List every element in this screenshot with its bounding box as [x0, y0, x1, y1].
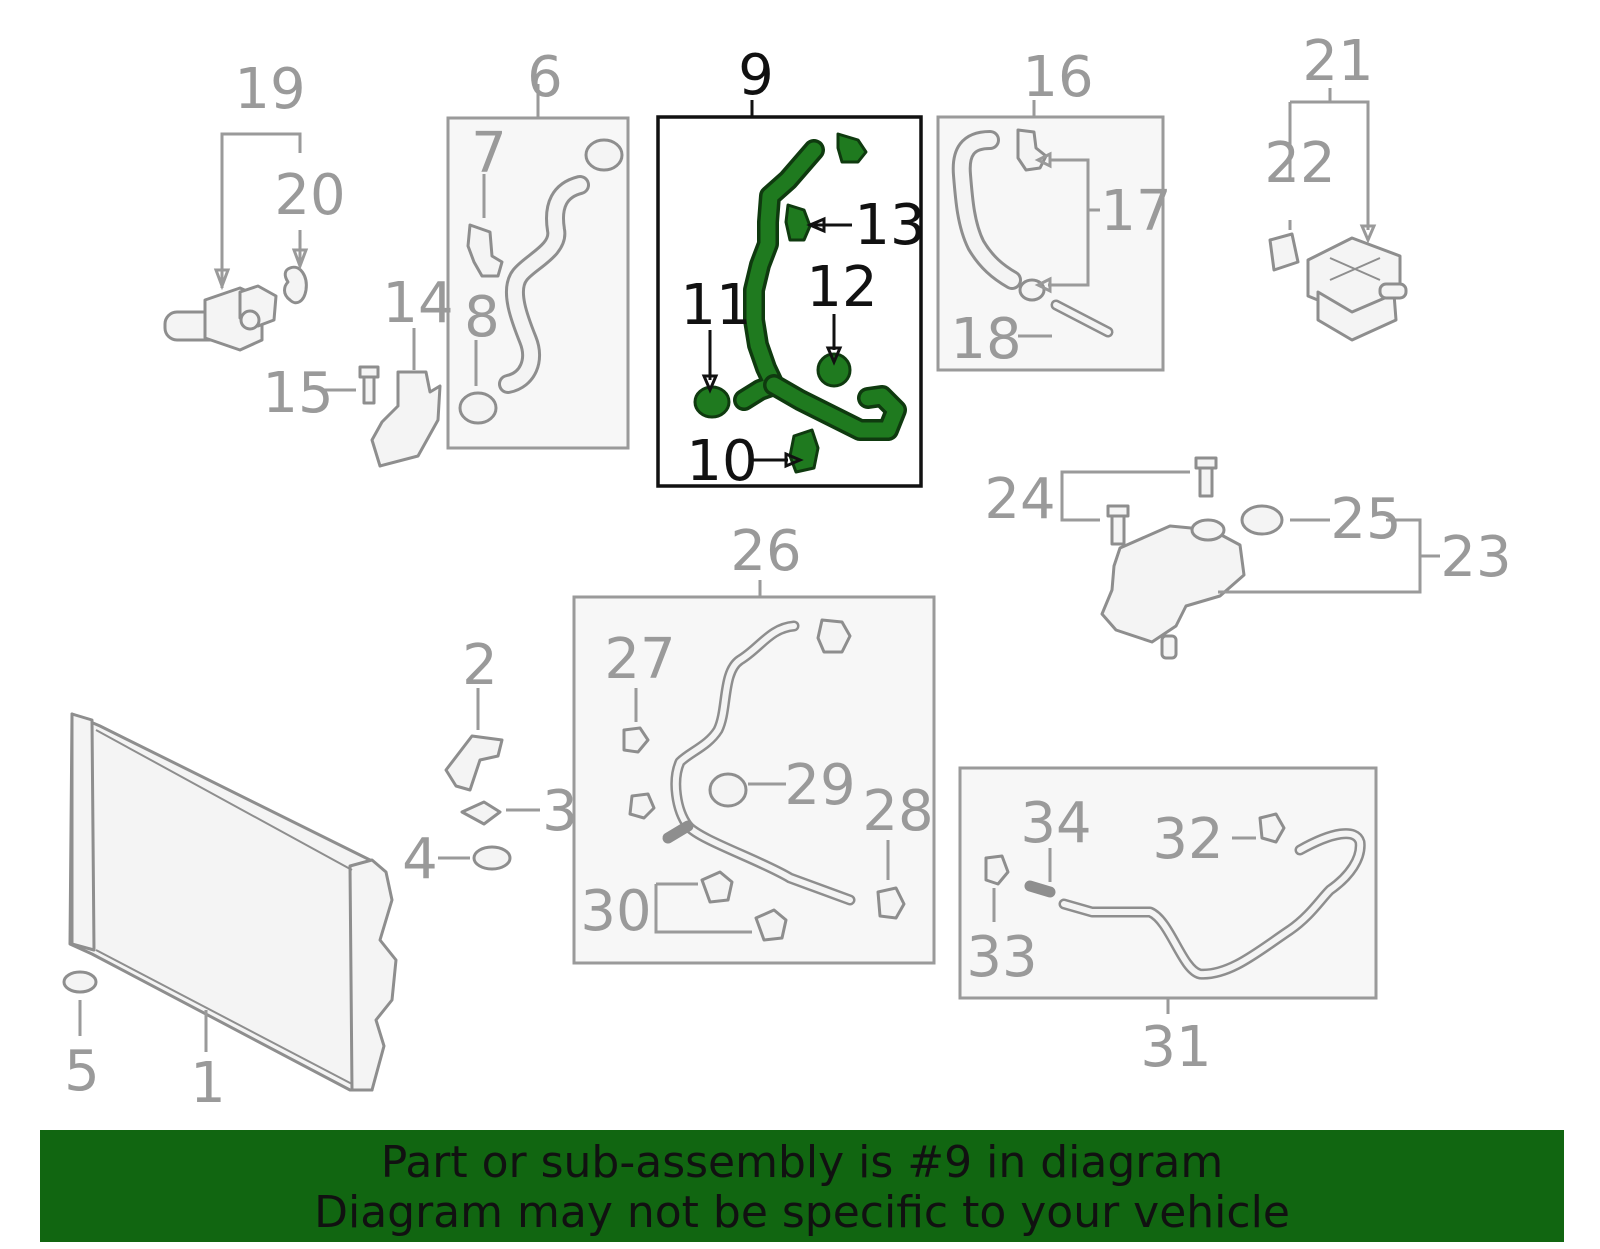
arrow-20 [291, 248, 309, 271]
callout-8: 8 [464, 285, 500, 350]
callout-7: 7 [471, 121, 507, 186]
callout-24: 24 [984, 467, 1055, 532]
callout-12: 12 [806, 255, 877, 320]
callout-28: 28 [862, 779, 933, 844]
callout-30: 30 [580, 879, 651, 944]
callout-11: 11 [680, 273, 751, 338]
hose-clamp-13 [784, 203, 812, 242]
callout-2: 2 [462, 633, 498, 698]
heater-hose-branch [662, 820, 694, 844]
callout-16: 16 [1022, 45, 1093, 110]
clamp-26-top [816, 618, 852, 654]
arrow-11 [701, 374, 719, 394]
radiator-mount-5 [62, 970, 98, 994]
callout-19: 19 [234, 57, 305, 122]
bracket-part [370, 370, 442, 468]
hose-clamp-top [584, 138, 624, 172]
callout-27: 27 [604, 627, 675, 692]
water-pipe-inner [1061, 830, 1364, 978]
callout-25: 25 [1330, 487, 1401, 552]
leader-19-20 [220, 132, 302, 288]
arrow-12 [825, 346, 843, 366]
callout-15: 15 [262, 361, 333, 426]
arrow-10 [784, 451, 804, 469]
reservoir-cap-25 [1240, 504, 1284, 536]
radiator-hose-assembly-highlighted[interactable] [693, 132, 907, 474]
notice-banner: Part or sub-assembly is #9 in diagram Di… [40, 1130, 1564, 1242]
arrow-19 [213, 268, 231, 291]
banner-line-1: Part or sub-assembly is #9 in diagram [380, 1137, 1224, 1188]
clip-27-part [622, 726, 650, 754]
thermostat-gasket-part [283, 265, 308, 305]
callout-20: 20 [274, 163, 345, 228]
leader-30 [654, 882, 752, 934]
arrow-13 [806, 216, 826, 234]
hose-clamp-9-top [836, 132, 868, 164]
leader-21-22 [1288, 88, 1370, 230]
clip-33-part [984, 854, 1010, 886]
banner-line-2: Diagram may not be specific to your vehi… [314, 1187, 1290, 1238]
bolt-24b-part [1106, 504, 1130, 546]
group-box-26 [572, 595, 936, 965]
clamp-29-part [708, 772, 748, 808]
hose-clamp-12 [816, 352, 852, 388]
callout-6: 6 [527, 45, 563, 110]
clip-34-part [1024, 880, 1056, 898]
callout-34: 34 [1020, 791, 1091, 856]
leader-17 [1048, 158, 1100, 287]
arrow-17a [1034, 151, 1052, 169]
callout-33: 33 [966, 925, 1037, 990]
callout-1: 1 [190, 1051, 226, 1116]
clip-32-part [1258, 812, 1286, 844]
callout-18: 18 [950, 307, 1021, 372]
hose-clamp-8 [458, 391, 498, 425]
upper-hose-inner [501, 178, 587, 391]
callout-22: 22 [1264, 131, 1335, 196]
callout-26: 26 [730, 519, 801, 584]
pipe-18-inner [1053, 302, 1111, 335]
clip-30b-part [754, 908, 788, 942]
arrow-17b [1034, 276, 1052, 294]
arrow-21 [1359, 224, 1377, 244]
leader-23-25 [1218, 518, 1440, 594]
leader-24 [1060, 470, 1190, 522]
gasket-3-part [460, 800, 502, 826]
heater-hose-inner [672, 623, 853, 903]
callout-31: 31 [1140, 1015, 1211, 1080]
clip-30a-part [700, 870, 734, 904]
callout-3: 3 [542, 779, 578, 844]
hose-clamp-10 [788, 428, 820, 474]
bolt-15-part [358, 365, 380, 405]
gasket-22-part [1268, 232, 1300, 272]
callout-5: 5 [64, 1039, 100, 1104]
callout-10: 10 [686, 429, 757, 494]
hose-clamp-11 [693, 385, 731, 419]
callout-4: 4 [402, 827, 438, 892]
o-ring-4-part [472, 845, 512, 871]
clip-27b-part [628, 792, 656, 820]
callout-32: 32 [1152, 807, 1223, 872]
coolant-reservoir-part [1100, 518, 1246, 660]
clip-28-part [876, 886, 906, 920]
control-valve-part [1306, 236, 1408, 342]
thermostat-housing-part [163, 284, 278, 352]
bypass-hose-inner [954, 133, 1019, 287]
seal-2-part [444, 734, 504, 792]
clip-7-part [466, 223, 504, 278]
callout-14: 14 [382, 271, 453, 336]
callout-9: 9 [738, 43, 774, 108]
callout-23: 23 [1440, 525, 1511, 590]
callout-17: 17 [1100, 179, 1171, 244]
radiator-part [68, 712, 398, 1092]
callout-29: 29 [784, 753, 855, 818]
bolt-24a-part [1194, 456, 1218, 498]
callout-13: 13 [854, 193, 925, 258]
callout-21: 21 [1302, 29, 1373, 94]
